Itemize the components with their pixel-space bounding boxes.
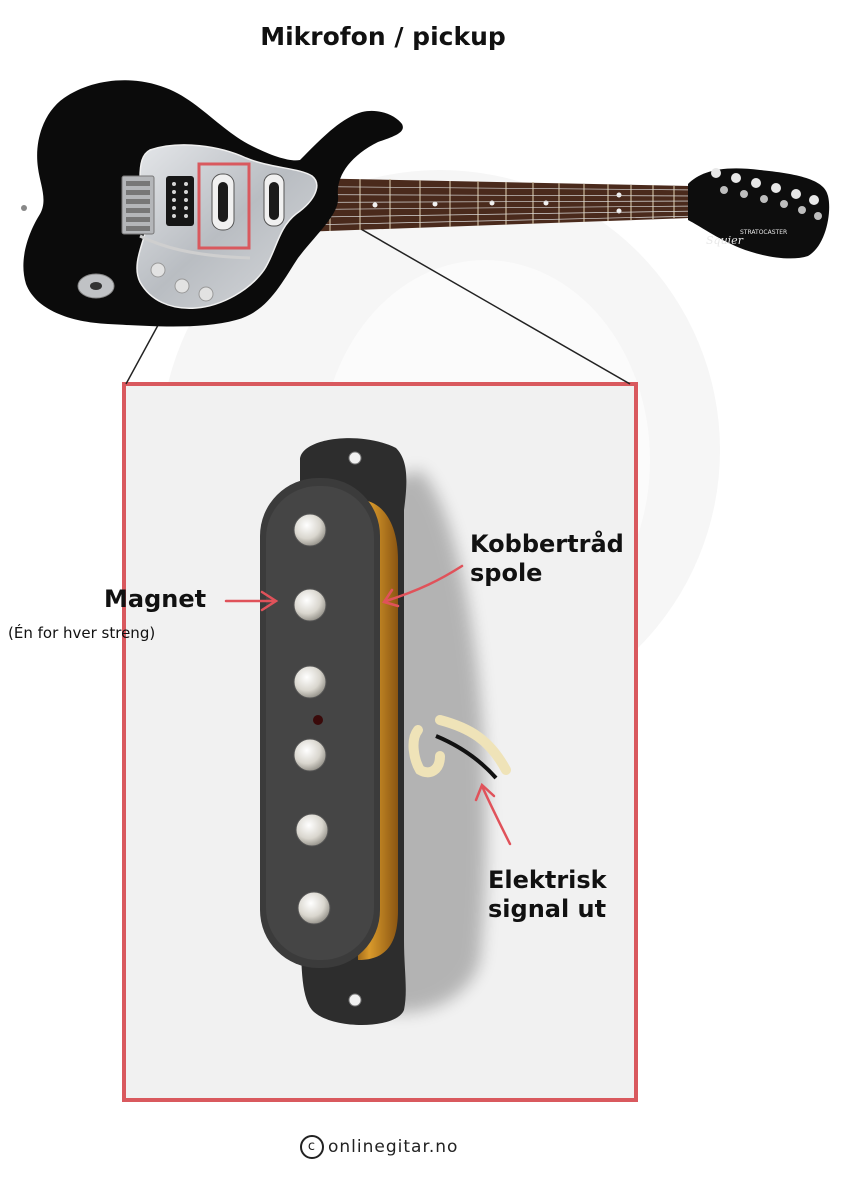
copyright-icon: c xyxy=(300,1135,324,1159)
magnet-pole-3 xyxy=(293,665,327,699)
magnet-pole-6 xyxy=(297,891,331,925)
label-arrows xyxy=(224,564,512,846)
label-magnet: Magnet xyxy=(104,585,207,613)
pickup-eyelet xyxy=(313,715,323,725)
magnet-pole-4 xyxy=(293,738,327,772)
magnet-pole-2 xyxy=(293,588,327,622)
label-coil: Kobbertråd spole xyxy=(470,530,624,588)
headstock-model: STRATOCASTER xyxy=(740,229,787,236)
bridge-humbucker xyxy=(166,176,194,226)
lead-wire-white xyxy=(408,725,445,778)
tremolo-arm xyxy=(139,234,251,260)
page-title: Mikrofon / pickup xyxy=(260,22,506,51)
arrow-signal-head xyxy=(474,782,496,802)
guitar-tuners xyxy=(711,168,819,205)
mounting-hole-top xyxy=(348,451,362,465)
mounting-hole-bottom xyxy=(348,993,362,1007)
label-magnet-note: (Én for hver streng) xyxy=(8,624,156,642)
magnet-pole-1 xyxy=(293,513,327,547)
label-coil-line1: Kobbertråd xyxy=(470,530,624,558)
label-signal: Elektrisk signal ut xyxy=(488,866,607,924)
magnet-pole-5 xyxy=(295,813,329,847)
guitar-tuner-posts xyxy=(720,186,822,220)
copyright-text: onlinegitar.no xyxy=(328,1137,459,1157)
lead-wire-black xyxy=(435,734,498,780)
magnet-pole-pieces xyxy=(293,513,331,925)
arrow-magnet-head xyxy=(260,590,279,612)
arrow-coil xyxy=(384,564,464,603)
lead-wire-cloth xyxy=(435,715,511,775)
label-coil-line2: spole xyxy=(470,559,543,587)
control-knobs xyxy=(150,262,214,302)
arrow-signal xyxy=(480,784,512,846)
strap-button xyxy=(21,205,27,211)
label-signal-line2: signal ut xyxy=(488,895,607,923)
guitar-illustration: Squier STRATOCASTER xyxy=(21,80,830,327)
label-signal-line1: Elektrisk xyxy=(488,866,607,894)
pickup-highlight-box xyxy=(197,162,251,250)
headstock-brand: Squier xyxy=(706,234,744,247)
arrow-coil-head xyxy=(382,588,400,608)
pickup-closeup xyxy=(260,438,511,1025)
